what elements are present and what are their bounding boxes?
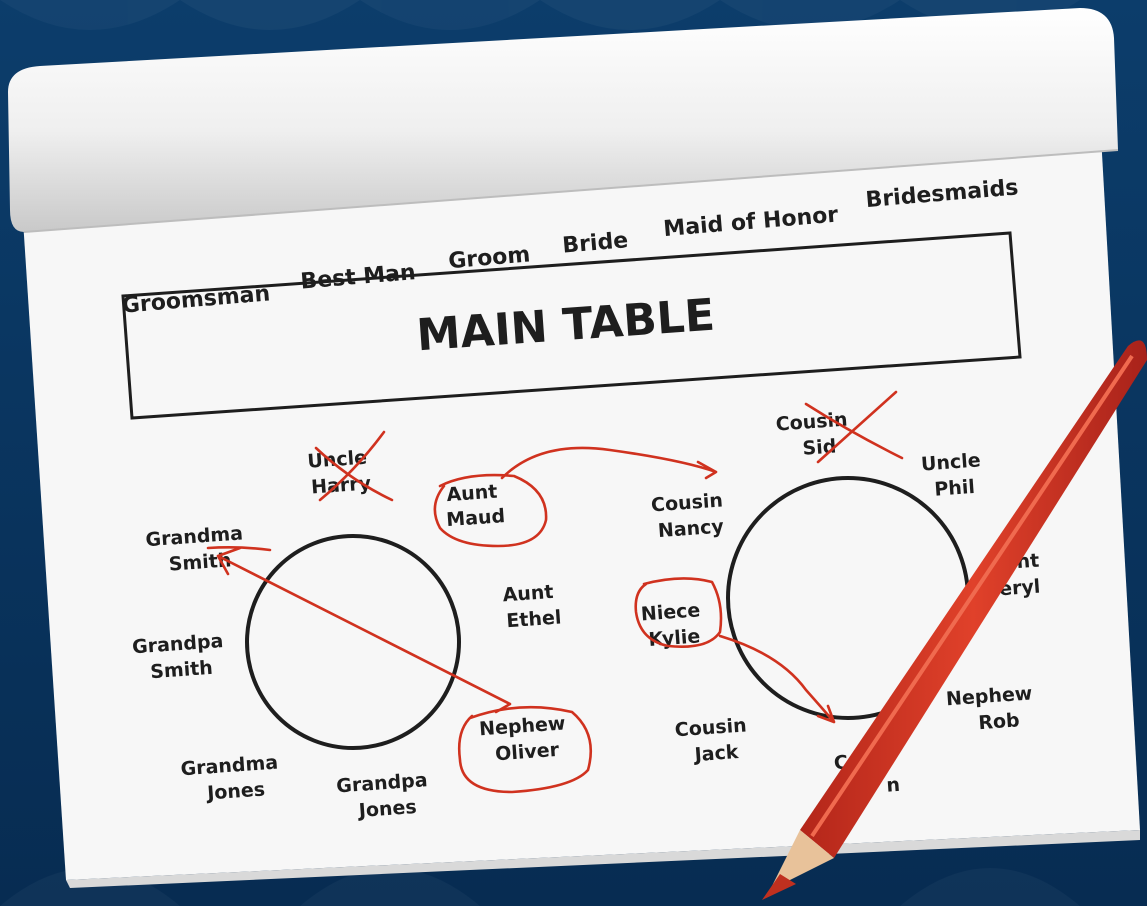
svg-text:Uncle: Uncle xyxy=(307,447,368,473)
svg-text:Maud: Maud xyxy=(446,505,506,531)
svg-text:Ethel: Ethel xyxy=(506,606,562,632)
svg-text:Nancy: Nancy xyxy=(657,515,725,542)
svg-text:n: n xyxy=(886,774,901,797)
svg-text:Oliver: Oliver xyxy=(495,739,561,765)
svg-text:Smith: Smith xyxy=(150,657,214,683)
svg-text:Rob: Rob xyxy=(978,709,1021,734)
svg-text:Aunt: Aunt xyxy=(446,481,498,506)
svg-text:Aunt: Aunt xyxy=(502,581,554,606)
svg-text:Uncle: Uncle xyxy=(920,449,981,475)
svg-text:Sid: Sid xyxy=(802,435,837,459)
svg-text:Jack: Jack xyxy=(692,741,740,766)
svg-text:Niece: Niece xyxy=(640,599,701,625)
svg-text:Phil: Phil xyxy=(934,476,976,501)
svg-text:Jones: Jones xyxy=(205,779,266,805)
svg-text:Jones: Jones xyxy=(356,796,417,822)
